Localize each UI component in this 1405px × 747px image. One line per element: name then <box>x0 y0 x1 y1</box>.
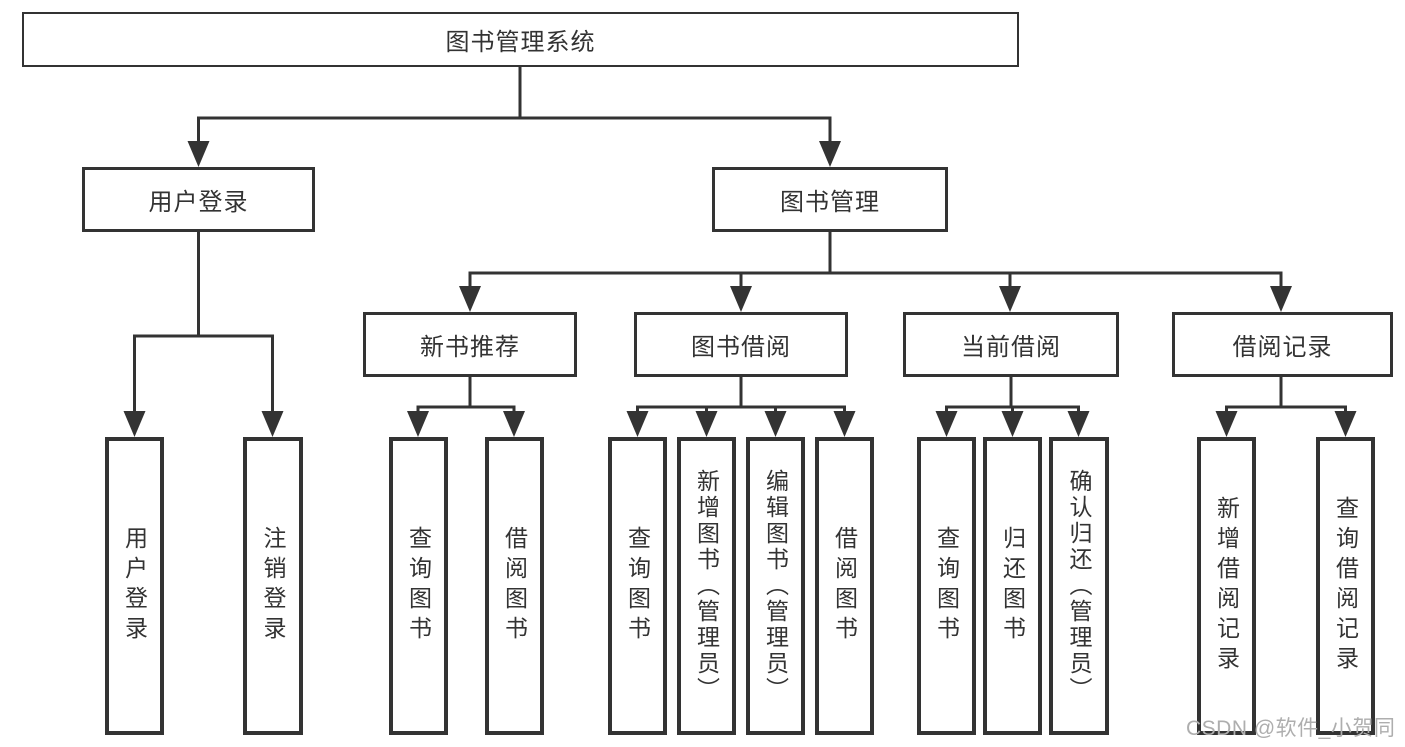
node-book-borrowing: 图书借阅 <box>634 312 848 377</box>
connector-userlogin-to-leaves <box>123 231 284 437</box>
connector-newbookrec-to-leaves <box>407 376 525 437</box>
watermark-text: CSDN @软件_小贺同学 <box>1186 717 1396 740</box>
connector-borrowrecords-to-leaves <box>1215 376 1357 437</box>
connector-currentborrow-to-leaves <box>935 376 1090 437</box>
node-confirm-return-admin: 确认归还（管理员） <box>1049 437 1109 735</box>
node-user-login: 用户登录 <box>82 167 315 232</box>
node-library-management-system: 图书管理系统 <box>22 12 1019 67</box>
node-borrowing-records: 借阅记录 <box>1172 312 1393 377</box>
node-borrow-books-leaf: 借阅图书 <box>815 437 874 735</box>
node-logout-leaf: 注销登录 <box>243 437 303 735</box>
node-new-book-recommendation: 新书推荐 <box>363 312 577 377</box>
node-edit-book-admin: 编辑图书（管理员） <box>746 437 805 735</box>
node-book-management: 图书管理 <box>712 167 948 232</box>
node-borrow-books-recommend: 借阅图书 <box>485 437 544 735</box>
node-user-login-leaf: 用户登录 <box>105 437 164 735</box>
node-return-books: 归还图书 <box>983 437 1042 735</box>
node-query-books-borrow: 查询图书 <box>608 437 667 735</box>
node-query-books-recommend: 查询图书 <box>389 437 448 735</box>
connector-bookborrow-to-leaves <box>626 376 856 437</box>
connector-bookmgmt-to-level3 <box>459 231 1292 312</box>
node-query-books-current: 查询图书 <box>917 437 976 735</box>
connector-root-to-level2 <box>187 66 841 167</box>
node-current-borrowing: 当前借阅 <box>903 312 1119 377</box>
node-query-borrow-record: 查询借阅记录 <box>1316 437 1375 735</box>
node-add-borrow-record: 新增借阅记录 <box>1197 437 1256 735</box>
node-add-book-admin: 新增图书（管理员） <box>677 437 736 735</box>
